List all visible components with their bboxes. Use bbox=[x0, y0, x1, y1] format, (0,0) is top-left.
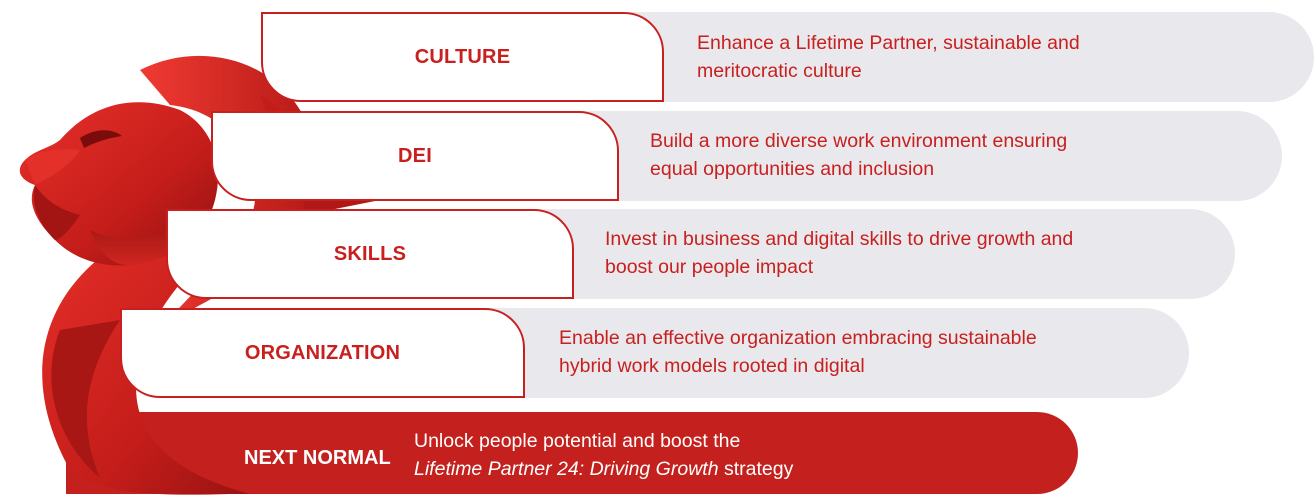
foundation-description: Unlock people potential and boost the Li… bbox=[414, 427, 793, 483]
pillar-label: SKILLS bbox=[333, 242, 407, 265]
pillar-label: ORGANIZATION bbox=[244, 341, 401, 364]
foundation-bar bbox=[66, 412, 1078, 494]
pillar-tab-dei: DEI bbox=[211, 111, 619, 201]
pillar-description-organization: Enable an effective organization embraci… bbox=[559, 327, 1037, 377]
pillar-description-culture: Enhance a Lifetime Partner, sustainable … bbox=[697, 32, 1080, 82]
pillar-bar-dei bbox=[500, 111, 1282, 201]
foundation-label: NEXT NORMAL bbox=[244, 447, 391, 469]
foundation-description-line2: Lifetime Partner 24: Driving Growth stra… bbox=[414, 458, 794, 480]
pillar-bar-skills bbox=[460, 209, 1235, 299]
pillar-bar-culture bbox=[560, 12, 1314, 102]
pillar-tab-culture: CULTURE bbox=[261, 12, 664, 102]
pillar-tab-organization: ORGANIZATION bbox=[120, 308, 525, 398]
pillar-label: DEI bbox=[398, 144, 432, 167]
pillar-description-dei: Build a more diverse work environment en… bbox=[650, 130, 1068, 180]
pillar-bar-organization bbox=[420, 308, 1189, 398]
pillar-tab-skills: SKILLS bbox=[166, 209, 574, 299]
pillar-description-skills: Invest in business and digital skills to… bbox=[605, 228, 1074, 278]
pillar-label: CULTURE bbox=[414, 45, 511, 68]
